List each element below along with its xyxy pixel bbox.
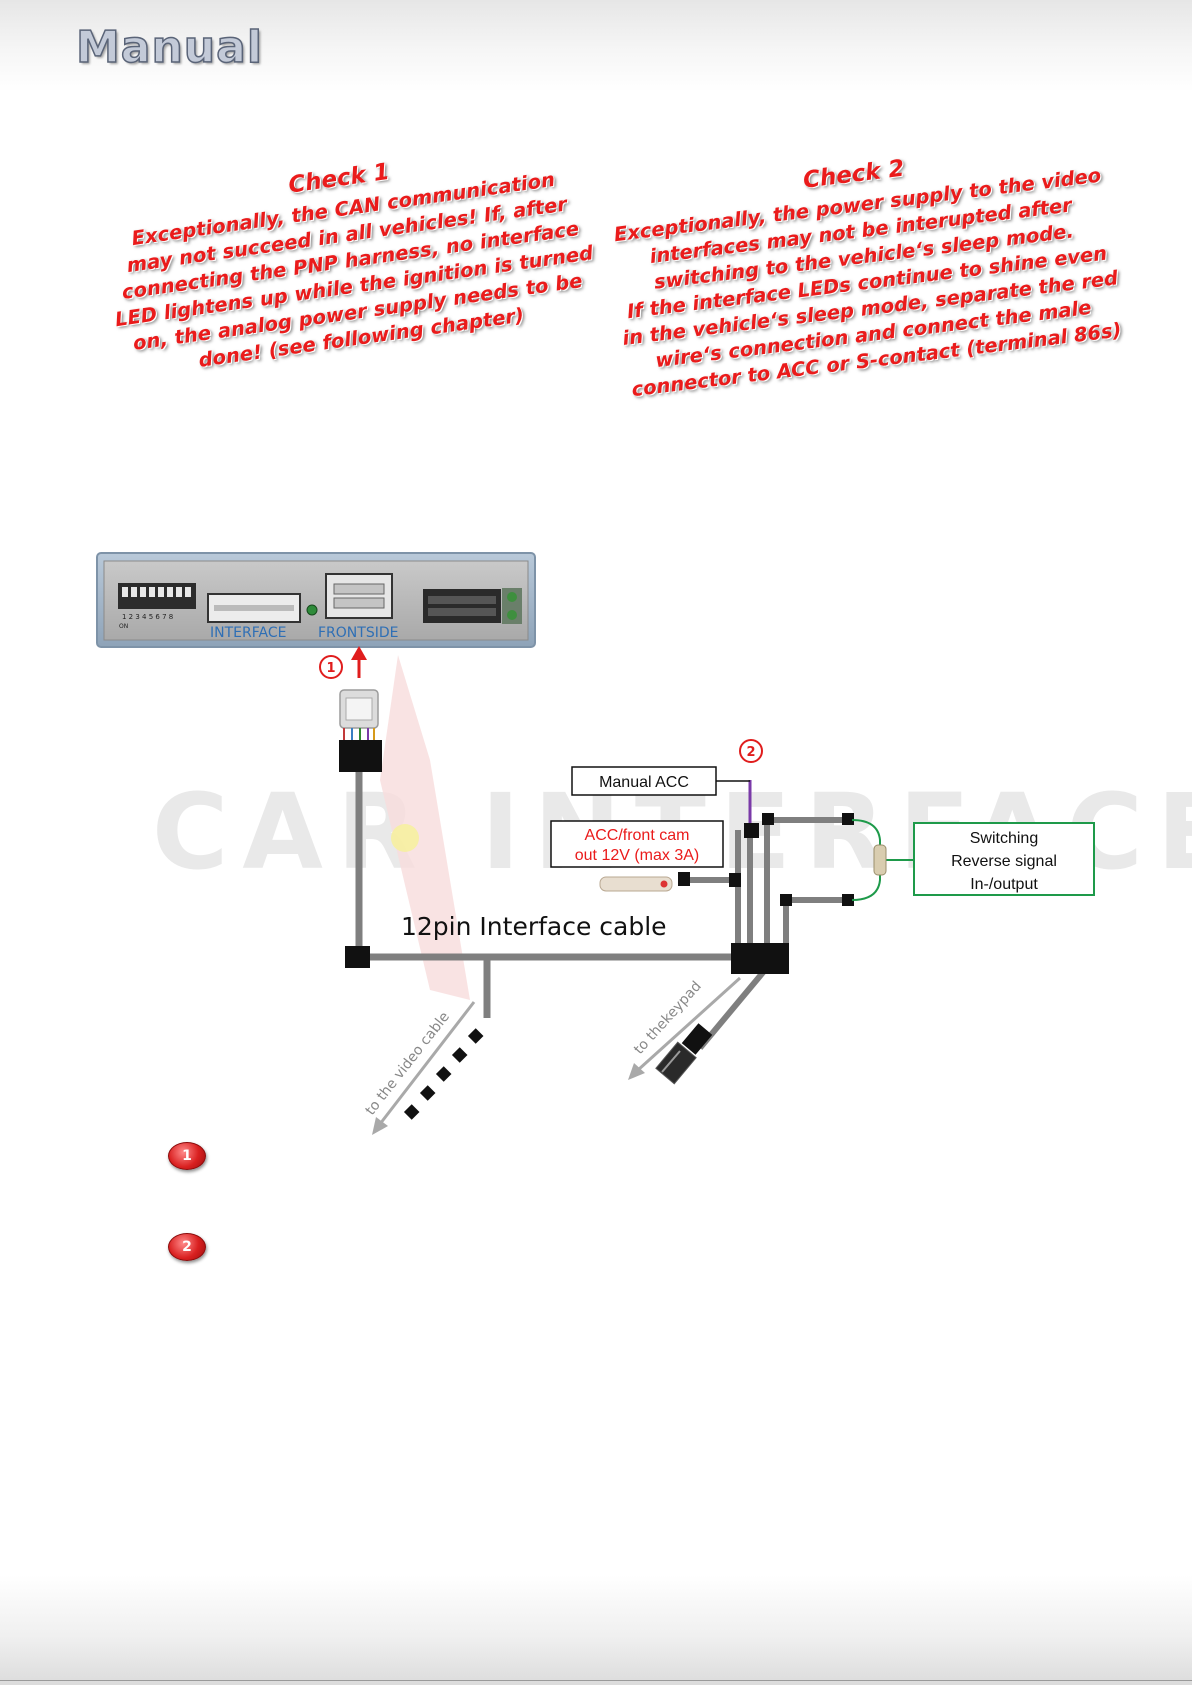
switching-line-3: In-/output [970, 876, 1038, 893]
label-interface: INTERFACE [210, 625, 286, 641]
marker-2: 2 [739, 739, 763, 763]
marker-2-number: 2 [746, 745, 755, 760]
dip-numbers: 1 2 3 4 5 6 7 8 [122, 613, 173, 621]
label-frontside: FRONTSIDE [318, 625, 398, 641]
cable-corner-block [345, 946, 370, 968]
status-led [306, 604, 318, 616]
interface-device: 1 2 3 4 5 6 7 8 ON INTERFACE FRONTSIDE [96, 552, 536, 648]
manual-title: Manual [75, 21, 263, 74]
acc-front-cam-box: ACC/front cam out 12V (max 3A) [550, 820, 724, 868]
video-cable-arrow: to the video cable [363, 1001, 476, 1135]
dip-switch-block: 1 2 3 4 5 6 7 8 ON [118, 583, 196, 630]
switching-box: Switching Reverse signal In-/output [913, 822, 1095, 896]
manual-acc-text: Manual ACC [599, 774, 689, 791]
video-cable-dashes [403, 1028, 484, 1120]
arrow-up-icon [351, 646, 367, 678]
power-port [423, 588, 522, 624]
marker-1: 1 [319, 655, 343, 679]
acc-line-2: out 12V (max 3A) [575, 847, 700, 864]
page-footer [0, 1575, 1192, 1685]
switching-line-2: Reverse signal [951, 853, 1057, 870]
switching-line-1: Switching [970, 830, 1038, 847]
footer-divider [0, 1680, 1192, 1681]
branch-cables [684, 817, 848, 1050]
dip-on-label: ON [119, 623, 128, 630]
keypad-connector [655, 1023, 713, 1085]
cable-label: 12pin Interface cable [401, 912, 667, 941]
wiring-diagram: CAR INTERFACE 1 2 3 4 5 6 7 8 ON [96, 552, 1192, 1135]
acc-line-1: ACC/front cam [585, 827, 690, 844]
frontside-port [325, 573, 393, 619]
to-video-label: to the video cable [363, 1009, 453, 1118]
page-header: Manual [0, 0, 1192, 92]
male-connector [599, 876, 673, 892]
plug-connector [339, 689, 382, 772]
legend-marker-1: 1 [168, 1142, 206, 1170]
marker-1-number: 1 [326, 661, 335, 676]
main-cable [355, 772, 760, 1018]
manual-acc-box: Manual ACC [571, 766, 717, 796]
junction-blocks [678, 813, 854, 974]
legend-marker-2: 2 [168, 1233, 206, 1261]
interface-port [207, 593, 301, 623]
fuse-holder [873, 844, 887, 876]
